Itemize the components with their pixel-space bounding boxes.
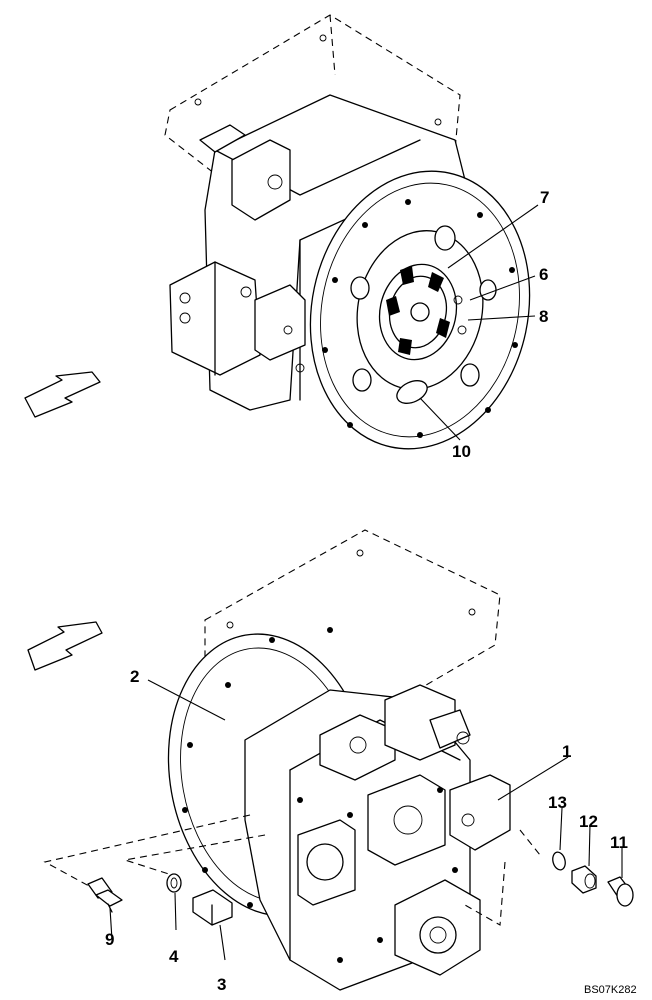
part-12-plug bbox=[571, 865, 597, 894]
callout-8: 8 bbox=[539, 307, 548, 326]
direction-arrow-icon bbox=[24, 371, 101, 418]
part-13-o-ring bbox=[552, 851, 566, 871]
callout-4: 4 bbox=[169, 947, 179, 966]
drawing-code: BS07K282 bbox=[584, 984, 637, 996]
callout-13: 13 bbox=[548, 793, 567, 812]
callout-2: 2 bbox=[130, 667, 139, 686]
bottom-leader-lines bbox=[109, 679, 623, 961]
callout-11: 11 bbox=[610, 833, 628, 852]
callout-1: 1 bbox=[562, 742, 571, 761]
callout-3: 3 bbox=[217, 975, 226, 994]
callout-9: 9 bbox=[105, 930, 114, 949]
direction-arrow-icon bbox=[27, 621, 103, 671]
callout-12: 12 bbox=[579, 812, 598, 831]
loose-parts bbox=[87, 851, 634, 926]
callout-10: 10 bbox=[452, 442, 471, 461]
part-11-fitting bbox=[607, 876, 634, 907]
callout-7: 7 bbox=[540, 188, 549, 207]
bottom-pump-assembly bbox=[27, 529, 511, 991]
exploded-dashed-lines bbox=[43, 814, 541, 926]
part-4-washer bbox=[166, 873, 182, 893]
part-9-bolt bbox=[87, 877, 123, 913]
top-pump-assembly bbox=[24, 14, 531, 450]
part-3-bolt bbox=[192, 889, 233, 926]
callout-6: 6 bbox=[539, 265, 548, 284]
top-leader-lines bbox=[419, 204, 539, 441]
